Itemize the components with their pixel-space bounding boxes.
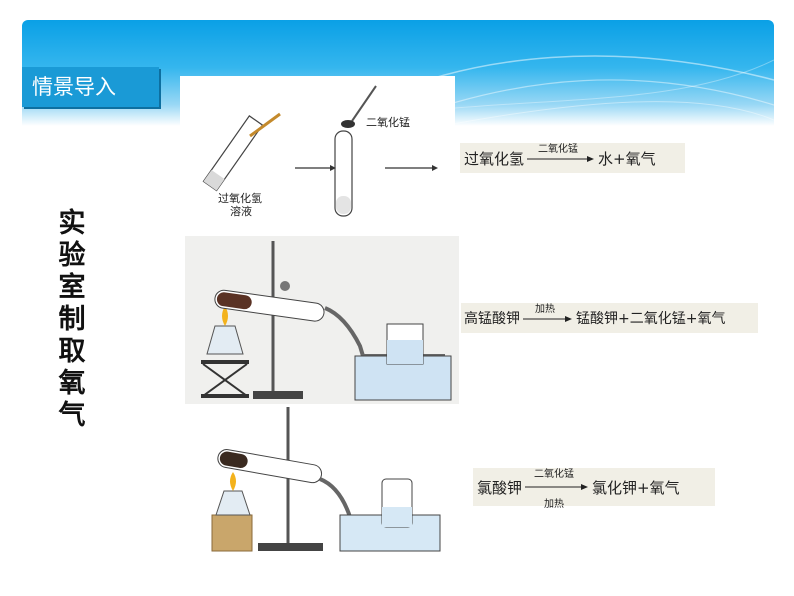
label-catalyst: 二氧化锰: [366, 116, 410, 129]
panel2-illustration: [201, 241, 452, 401]
eq2-reactant: 高锰酸钾: [464, 311, 520, 327]
eq3-condition-bottom: 加热: [544, 499, 565, 510]
eq3-products: 氯化钾+氧气: [592, 478, 680, 497]
equation-hydrogen-peroxide: 过氧化氢 二氧化锰 水+氧气: [460, 143, 685, 173]
eq1-condition-top: 二氧化锰: [538, 144, 579, 155]
eq1-products: 水+氧气: [598, 149, 656, 168]
label-hydrogen-peroxide-line2: 溶液: [230, 205, 252, 218]
eq1-arrow: 二氧化锰: [527, 143, 595, 173]
eq3-arrow: 二氧化锰 加热: [525, 468, 589, 510]
eq3-condition-top: 二氧化锰: [534, 469, 575, 480]
eq1-reactant: 过氧化氢: [464, 149, 525, 168]
label-hydrogen-peroxide-line1: 过氧化氢: [218, 192, 262, 205]
equation-potassium-permanganate: 高锰酸钾 加热 锰酸钾+二氧化锰+氧气: [461, 303, 758, 333]
panel-potassium-permanganate: [185, 236, 459, 404]
eq2-arrow: 加热: [523, 303, 573, 333]
panel1-illustration: [202, 85, 438, 217]
panel-hydrogen-peroxide: 过氧化氢 溶液 二氧化锰: [180, 76, 455, 228]
eq2-condition-top: 加热: [535, 304, 555, 315]
section-tag: 情景导入: [22, 67, 159, 107]
eq3-reactant: 氯酸钾: [477, 478, 523, 497]
vertical-title: 实 验 室 制 取 氧 气: [58, 208, 86, 431]
equation-potassium-chlorate: 氯酸钾 二氧化锰 加热 氯化钾+氧气: [473, 468, 715, 510]
panel3-illustration: [211, 407, 441, 552]
eq2-products: 锰酸钾+二氧化锰+氧气: [576, 311, 726, 327]
panel-potassium-chlorate: [200, 407, 448, 553]
